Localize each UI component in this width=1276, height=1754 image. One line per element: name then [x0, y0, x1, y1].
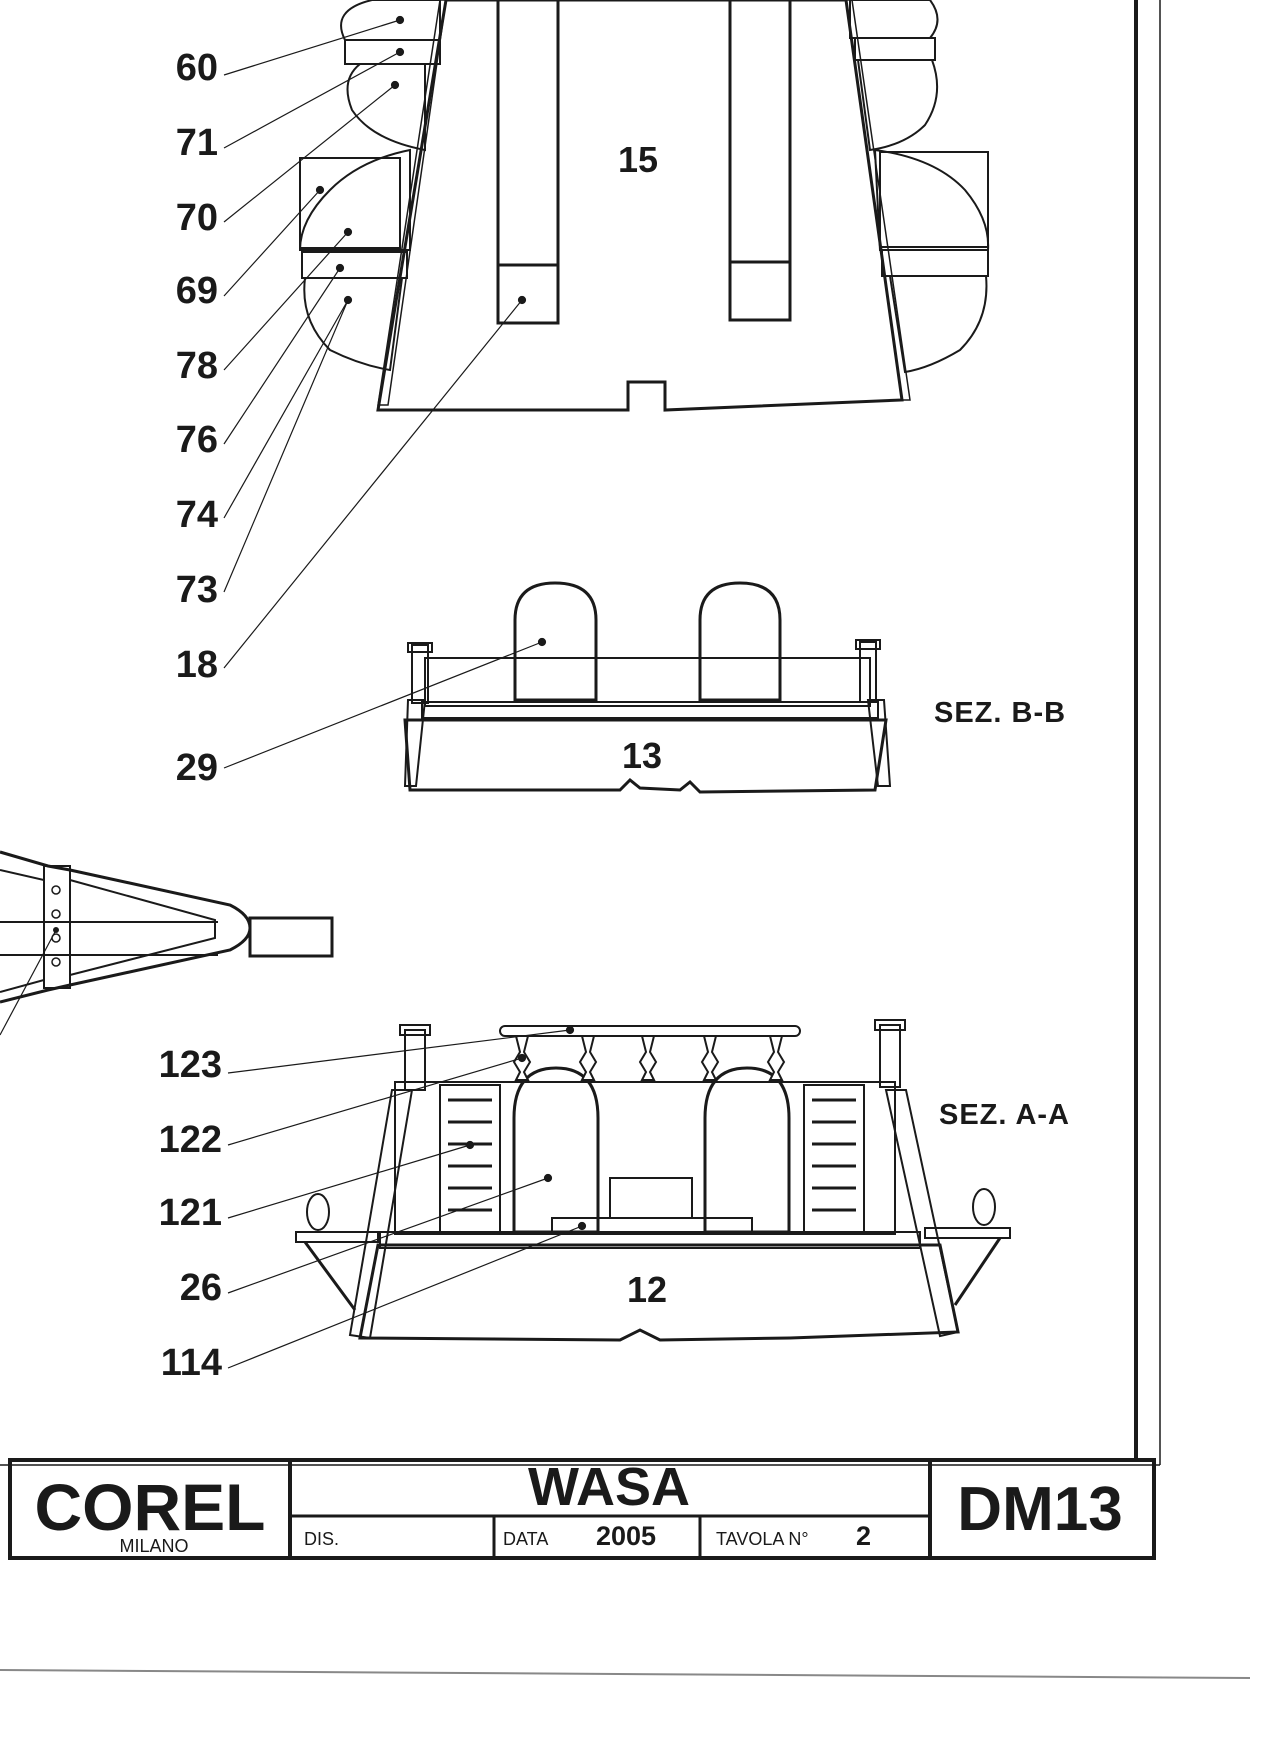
callout-69: 69 — [176, 270, 218, 312]
callout-29: 29 — [176, 747, 218, 789]
data-label: DATA — [503, 1529, 548, 1549]
left-gallery — [298, 0, 441, 372]
title-block — [8, 1458, 1156, 1560]
callouts-top: 60 71 70 69 78 76 74 73 18 29 — [176, 47, 218, 789]
balusters — [512, 1035, 786, 1081]
leader-lines-bottom — [227, 1025, 587, 1369]
callout-114: 114 — [161, 1342, 222, 1384]
stern-top-view — [298, 0, 990, 412]
callout-73: 73 — [176, 569, 218, 611]
callout-121: 121 — [159, 1192, 222, 1234]
part-number-15: 15 — [618, 139, 658, 180]
right-ladder — [803, 1084, 865, 1234]
left-ladder — [439, 1084, 501, 1234]
sheet-frame — [0, 0, 1251, 1679]
drawing-code: DM13 — [957, 1475, 1122, 1544]
callout-18: 18 — [176, 644, 218, 686]
callout-78: 78 — [176, 345, 218, 387]
tavola-label: TAVOLA N° — [716, 1529, 809, 1549]
model-name: WASA — [528, 1457, 690, 1517]
callout-76: 76 — [176, 419, 218, 461]
leader-lines-top — [223, 15, 547, 769]
cross-piece-detail — [0, 850, 334, 1036]
sheet-number: 2 — [856, 1521, 871, 1551]
drawing-year: 2005 — [596, 1521, 656, 1551]
callout-70: 70 — [176, 197, 218, 239]
callouts-bottom: 123 122 121 26 114 — [159, 1044, 222, 1384]
callout-74: 74 — [176, 494, 218, 536]
callout-26: 26 — [180, 1267, 222, 1309]
right-gallery — [849, 0, 990, 374]
callout-122: 122 — [159, 1119, 222, 1161]
dis-label: DIS. — [304, 1529, 339, 1549]
section-b-b — [403, 581, 892, 794]
section-a-a — [295, 1019, 1011, 1342]
section-label-b-b: SEZ. B-B — [934, 697, 1066, 729]
callout-71: 71 — [176, 122, 218, 164]
company-city: MILANO — [119, 1536, 188, 1556]
callout-123: 123 — [159, 1044, 222, 1086]
part-number-12: 12 — [627, 1269, 667, 1310]
callout-60: 60 — [176, 47, 218, 89]
company-name: COREL — [35, 1470, 266, 1544]
section-label-a-a: SEZ. A-A — [939, 1099, 1070, 1131]
part-number-13: 13 — [622, 735, 662, 776]
